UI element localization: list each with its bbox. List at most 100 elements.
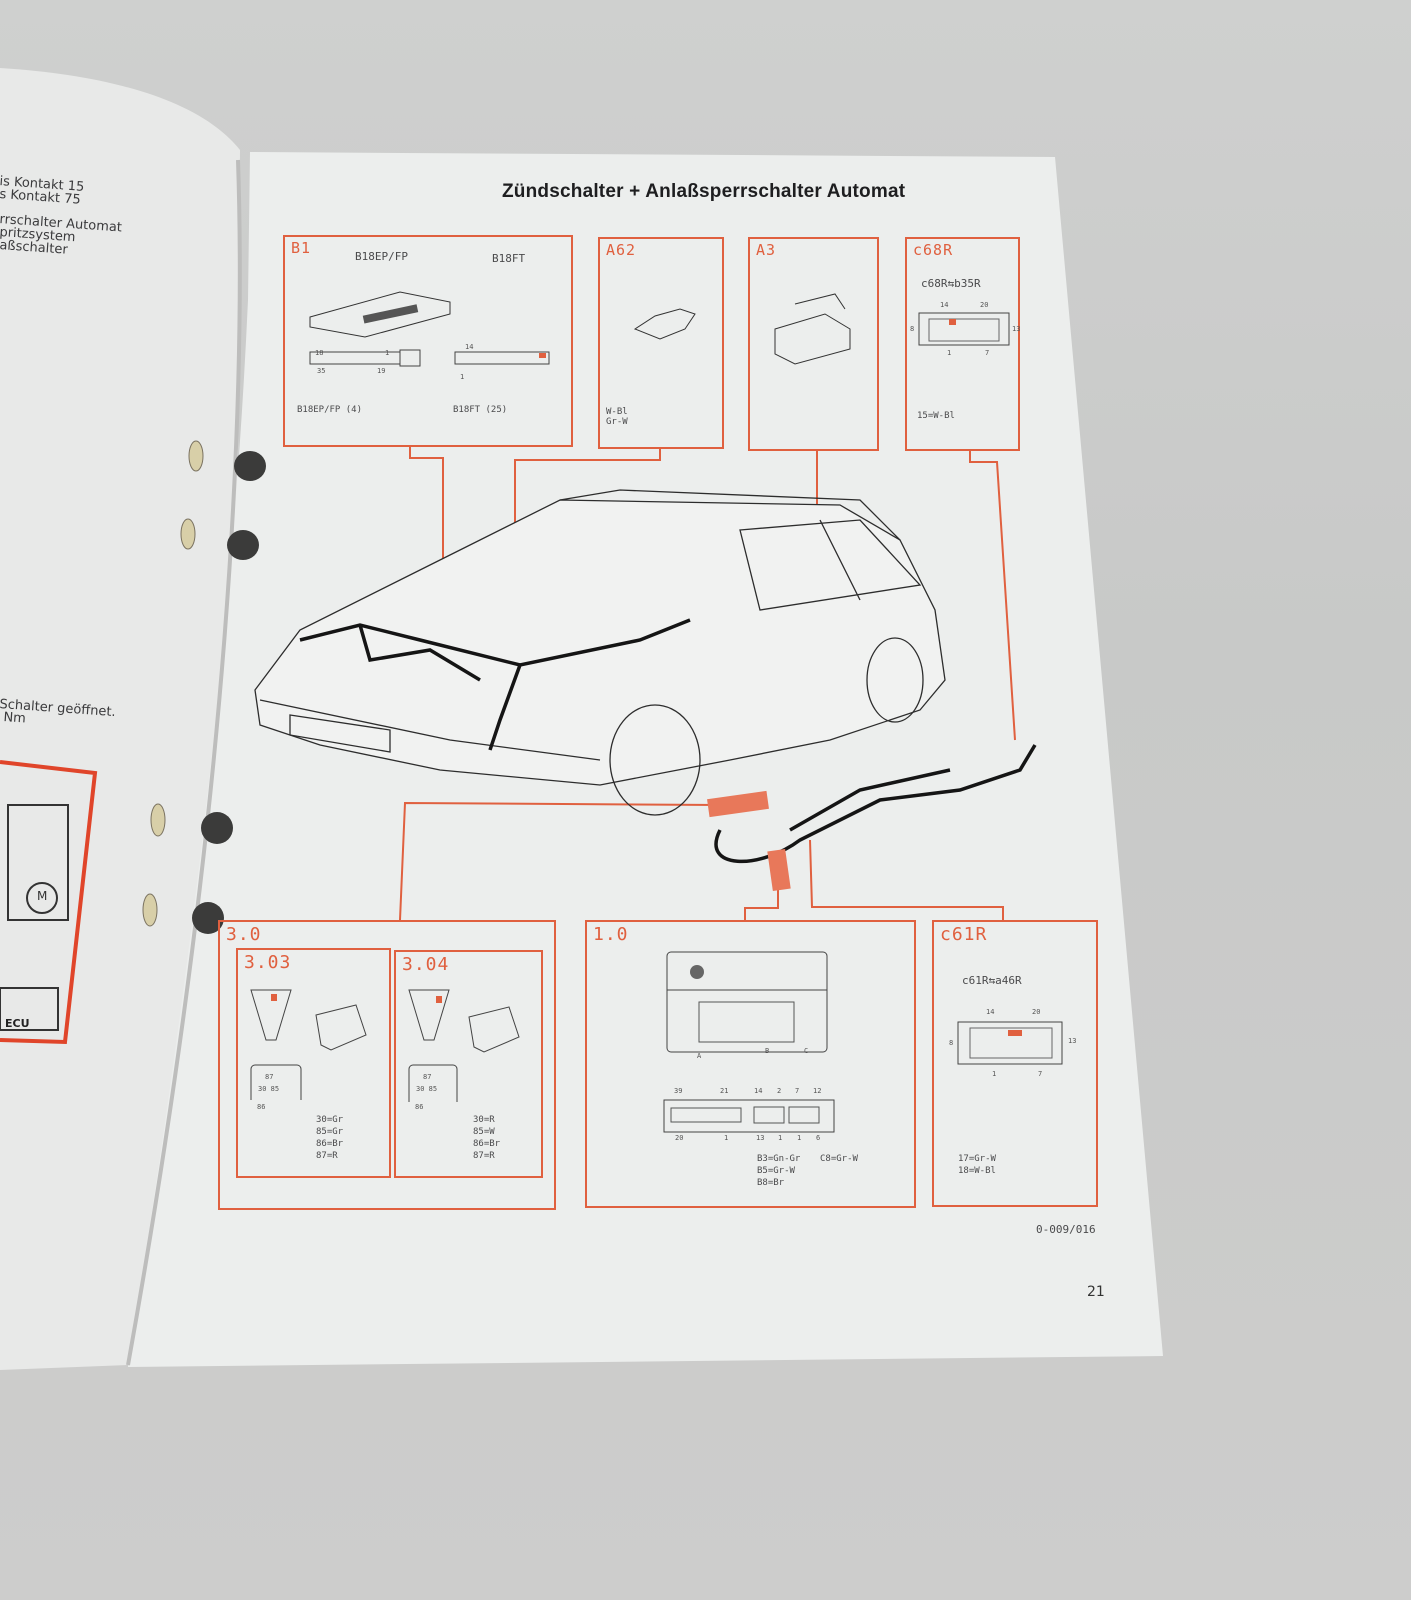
wire-code: 18=W-Bl <box>958 1166 996 1176</box>
pin-number: 1 <box>385 349 390 357</box>
pin-number: 1 <box>724 1134 729 1142</box>
ecu-label: ECU <box>5 1017 30 1030</box>
pin-number: 35 <box>317 367 326 375</box>
car-illustration <box>254 489 946 816</box>
connector-label: B18FT (25) <box>453 405 508 415</box>
connector-drawing <box>918 312 1010 346</box>
pin-number: 1 <box>947 349 952 357</box>
relay-pin: 30 85 <box>416 1085 438 1093</box>
relay-pin: 86 <box>415 1103 424 1111</box>
pin-number: 2 <box>777 1087 782 1095</box>
box-label: 3.0 <box>226 924 262 945</box>
component-box-c68r: c68R c68R⇆b35R 14 20 8 13 1 7 15=W-Bl <box>905 237 1020 451</box>
connector-link: c68R⇆b35R <box>921 277 981 290</box>
box-label: 3.03 <box>244 952 292 973</box>
pin-number: 19 <box>377 367 386 375</box>
figure-code: 0-009/016 <box>1036 1223 1096 1236</box>
pin-number: 7 <box>1038 1070 1043 1078</box>
pin-number: 18 <box>315 349 324 357</box>
relay-pin: 86 <box>257 1103 266 1111</box>
pin-number: 20 <box>675 1134 684 1142</box>
component-box-c61r: c61R c61R⇆a46R 14 20 8 13 1 7 17=Gr-W 18… <box>932 920 1098 1207</box>
component-box-3-0: 3.0 3.03 87 30 85 86 30=Gr 85=Gr 86=Br 8… <box>218 920 556 1210</box>
page-title: Zündschalter + Anlaßsperrschalter Automa… <box>502 181 906 202</box>
wire-code: 85=Gr <box>316 1127 344 1137</box>
pin-number: 1 <box>460 373 465 381</box>
pin-number: 39 <box>674 1087 683 1095</box>
relay-pin: 30 85 <box>258 1085 280 1093</box>
relay-pin: 87 <box>265 1073 274 1081</box>
starter-motor-drawing <box>774 293 851 365</box>
pin-number: 6 <box>816 1134 821 1142</box>
wire-code: 86=Br <box>473 1139 501 1149</box>
pin-number: 20 <box>1032 1008 1041 1016</box>
motor-symbol-label: M <box>37 889 48 903</box>
wire-code: 86=Br <box>316 1139 344 1149</box>
component-box-b1: B1 B18EP/FP B18FT 18 1 35 19 14 1 B18EP/… <box>283 235 573 447</box>
wire-code: 87=R <box>316 1151 338 1161</box>
pin-number: 7 <box>795 1087 800 1095</box>
left-page-holes <box>142 440 204 927</box>
pin-number: 1 <box>797 1134 802 1142</box>
wire-code: B8=Br <box>757 1178 785 1188</box>
connector-label: B18EP/FP (4) <box>297 405 363 415</box>
pin-number: 1 <box>992 1070 997 1078</box>
wire-code: 17=Gr-W <box>958 1154 996 1164</box>
pin-number: 1 <box>778 1134 783 1142</box>
relay-box-3-04: 3.04 87 30 85 86 30=R 85=W 86=Br 87=R <box>394 950 543 1178</box>
relay-drawing <box>408 989 520 1102</box>
wire-code: 85=W <box>473 1127 495 1137</box>
pin-number: 8 <box>910 325 915 333</box>
left-starter-diagram <box>0 760 98 1045</box>
wire-code: B5=Gr-W <box>757 1166 795 1176</box>
wire-code: 87=R <box>473 1151 495 1161</box>
pin-number: 7 <box>985 349 990 357</box>
pin-number: 14 <box>986 1008 995 1016</box>
box-label: B1 <box>291 239 312 257</box>
ecu-unit-drawing <box>309 291 550 367</box>
box-label: c61R <box>940 924 988 945</box>
connector-letter: C <box>804 1047 809 1055</box>
wire-code: W-Bl <box>606 407 628 417</box>
switch-drawing <box>633 308 696 340</box>
relay-drawing <box>250 989 367 1100</box>
relay-pin: 87 <box>423 1073 432 1081</box>
connector-link: c61R⇆a46R <box>962 974 1022 987</box>
component-box-a3: A3 <box>748 237 879 451</box>
control-module-drawing <box>663 951 835 1133</box>
pin-number: 21 <box>720 1087 729 1095</box>
wire-code: B3=Gn-Gr <box>757 1154 801 1164</box>
left-page-line: Nm <box>2 710 27 727</box>
wire-code: 15=W-Bl <box>917 411 955 421</box>
wire-code: 30=Gr <box>316 1115 344 1125</box>
box-label: 1.0 <box>593 924 629 945</box>
relay-box-3-03: 3.03 87 30 85 86 30=Gr 85=Gr 86=Br 87=R <box>236 948 391 1178</box>
box-label: A3 <box>756 241 777 259</box>
connector-drawing <box>957 1021 1063 1065</box>
connector-letter: B <box>765 1047 770 1055</box>
connector-letter: A <box>697 1052 702 1060</box>
page-number: 21 <box>1087 1284 1105 1300</box>
pin-number: 20 <box>980 301 989 309</box>
box-label: 3.04 <box>402 954 450 975</box>
wire-code: 30=R <box>473 1115 495 1125</box>
box-label: A62 <box>606 241 637 259</box>
pin-number: 12 <box>813 1087 822 1095</box>
box-label: c68R <box>913 241 954 259</box>
wire-code: Gr-W <box>606 417 628 427</box>
punch-holes <box>192 451 266 934</box>
pin-number: 14 <box>754 1087 763 1095</box>
pin-number: 13 <box>1068 1037 1077 1045</box>
pin-number: 8 <box>949 1039 954 1047</box>
pin-number: 13 <box>1012 325 1021 333</box>
dash-connectors <box>707 790 791 892</box>
variant-label: B18EP/FP <box>355 250 408 263</box>
pin-number: 13 <box>756 1134 765 1142</box>
component-box-1-0: 1.0 A B C 39 21 14 2 7 12 20 1 13 1 1 6 … <box>585 920 916 1208</box>
wiring-harness <box>299 618 1037 864</box>
pin-number: 14 <box>940 301 949 309</box>
variant-label: B18FT <box>492 252 526 265</box>
wire-code: C8=Gr-W <box>820 1154 858 1164</box>
component-box-a62: A62 W-Bl Gr-W <box>598 237 724 449</box>
